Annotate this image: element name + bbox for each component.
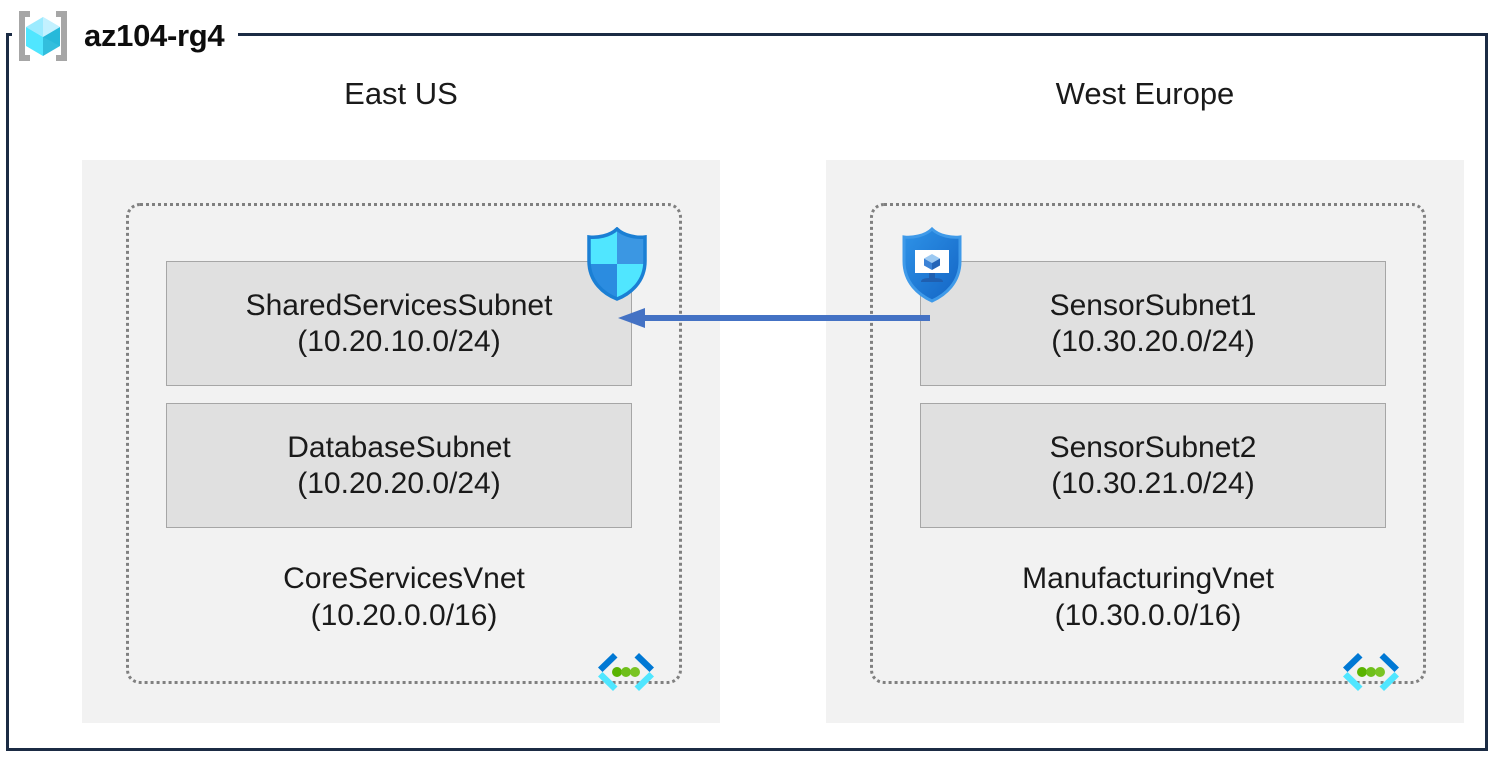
subnet-database[interactable]: DatabaseSubnet (10.20.20.0/24) (166, 403, 632, 528)
vnet-core-services-name: CoreServicesVnet (283, 562, 525, 595)
vnet-manufacturing-name: ManufacturingVnet (1022, 562, 1274, 595)
region-west-europe: West Europe (826, 78, 1464, 109)
region-label-west-europe: West Europe (1055, 76, 1235, 111)
resource-group-cube-icon (12, 8, 74, 64)
subnet-shared-services-cidr: (10.20.10.0/24) (297, 324, 501, 358)
region-label-east-us: East US (344, 76, 458, 111)
vnet-manufacturing[interactable]: SensorSubnet1 (10.30.20.0/24) SensorSubn… (870, 203, 1426, 684)
resource-group-name: az104-rg4 (84, 18, 225, 53)
subnet-sensor-1[interactable]: SensorSubnet1 (10.30.20.0/24) (920, 261, 1386, 386)
application-security-group-shield-icon[interactable] (897, 226, 967, 304)
subnet-sensor-2-name: SensorSubnet2 (1049, 430, 1257, 464)
subnet-sensor-2-cidr: (10.30.21.0/24) (1051, 466, 1255, 500)
region-east-us: East US (82, 78, 720, 109)
network-security-group-shield-icon[interactable] (582, 227, 652, 301)
vnet-core-services-cidr: (10.20.0.0/16) (310, 598, 498, 632)
virtual-network-icon-manufacturing[interactable] (1337, 648, 1405, 696)
vnet-core-services-caption: CoreServicesVnet (10.20.0.0/16) (129, 561, 679, 634)
resource-group-frame (6, 33, 1488, 751)
vnet-manufacturing-cidr: (10.30.0.0/16) (1054, 598, 1242, 632)
subnet-sensor-1-name: SensorSubnet1 (1049, 288, 1257, 322)
vnet-manufacturing-caption: ManufacturingVnet (10.30.0.0/16) (873, 561, 1423, 634)
subnet-sensor-2[interactable]: SensorSubnet2 (10.30.21.0/24) (920, 403, 1386, 528)
vnet-peering-arrow[interactable] (618, 305, 930, 331)
subnet-database-cidr: (10.20.20.0/24) (297, 466, 501, 500)
subnet-shared-services-name: SharedServicesSubnet (245, 288, 553, 322)
subnet-sensor-1-cidr: (10.30.20.0/24) (1051, 324, 1255, 358)
vnet-core-services[interactable]: SharedServicesSubnet (10.20.10.0/24) Dat… (126, 203, 682, 684)
virtual-network-icon-core-services[interactable] (592, 648, 660, 696)
subnet-shared-services[interactable]: SharedServicesSubnet (10.20.10.0/24) (166, 261, 632, 386)
resource-group-title: az104-rg4 (12, 8, 239, 64)
subnet-database-name: DatabaseSubnet (287, 430, 511, 464)
